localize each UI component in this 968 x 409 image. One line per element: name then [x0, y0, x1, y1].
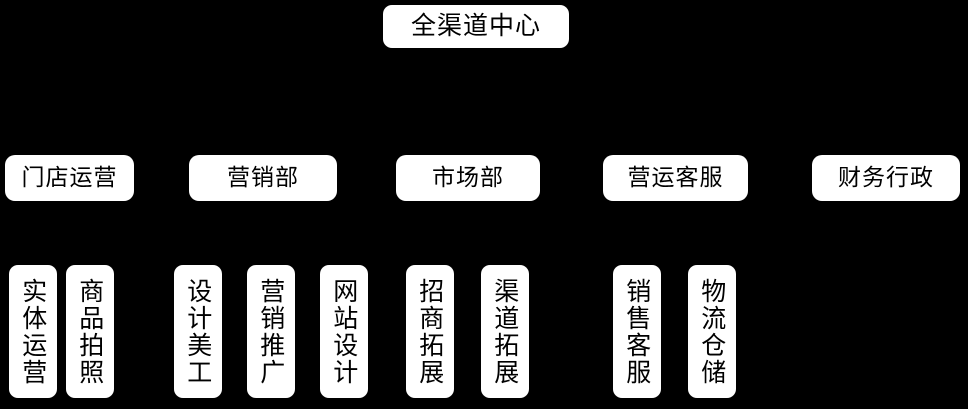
org-node-team-product-photography[interactable]: 商品拍照 [66, 265, 114, 398]
org-node-team-label: 网站设计 [329, 277, 359, 386]
org-node-dept-label: 营运客服 [627, 164, 724, 191]
org-node-root-label: 全渠道中心 [410, 11, 541, 41]
org-node-dept-marketing[interactable]: 营销部 [189, 155, 337, 201]
org-node-team-label: 物流仓储 [697, 277, 727, 386]
org-node-team-label: 招商拓展 [415, 277, 445, 386]
org-node-team-label: 营销推广 [256, 277, 286, 386]
org-node-root[interactable]: 全渠道中心 [383, 5, 569, 48]
org-node-dept-market[interactable]: 市场部 [396, 155, 540, 201]
org-node-team-label: 实体运营 [18, 277, 48, 386]
org-node-team-label: 渠道拓展 [490, 277, 520, 386]
connector-dept-3-children [429, 201, 506, 265]
org-node-dept-store-operations[interactable]: 门店运营 [5, 155, 134, 201]
org-node-team-logistics-warehousing[interactable]: 物流仓储 [688, 265, 736, 398]
org-node-dept-label: 门店运营 [21, 164, 118, 191]
org-node-dept-label: 财务行政 [838, 164, 934, 191]
org-node-team-design-art[interactable]: 设计美工 [174, 265, 222, 398]
connector-dept-1-children [32, 201, 106, 265]
org-node-team-channel-expansion[interactable]: 渠道拓展 [481, 265, 529, 398]
org-node-team-label: 商品拍照 [75, 277, 105, 386]
org-node-dept-finance-admin[interactable]: 财务行政 [812, 155, 960, 201]
org-node-dept-label: 市场部 [432, 164, 504, 191]
org-node-team-physical-operations[interactable]: 实体运营 [9, 265, 57, 398]
org-node-team-label: 销售客服 [622, 277, 652, 386]
org-node-dept-operations-service[interactable]: 营运客服 [603, 155, 748, 201]
org-node-team-sales-service[interactable]: 销售客服 [613, 265, 661, 398]
org-node-team-marketing-promotion[interactable]: 营销推广 [247, 265, 295, 398]
connector-dept-4-children [636, 201, 713, 265]
org-node-team-investment-expansion[interactable]: 招商拓展 [406, 265, 454, 398]
org-node-team-website-design[interactable]: 网站设计 [320, 265, 368, 398]
connector-dept-2-children [197, 201, 345, 265]
org-node-dept-label: 营销部 [227, 164, 299, 191]
org-node-team-label: 设计美工 [183, 277, 213, 386]
